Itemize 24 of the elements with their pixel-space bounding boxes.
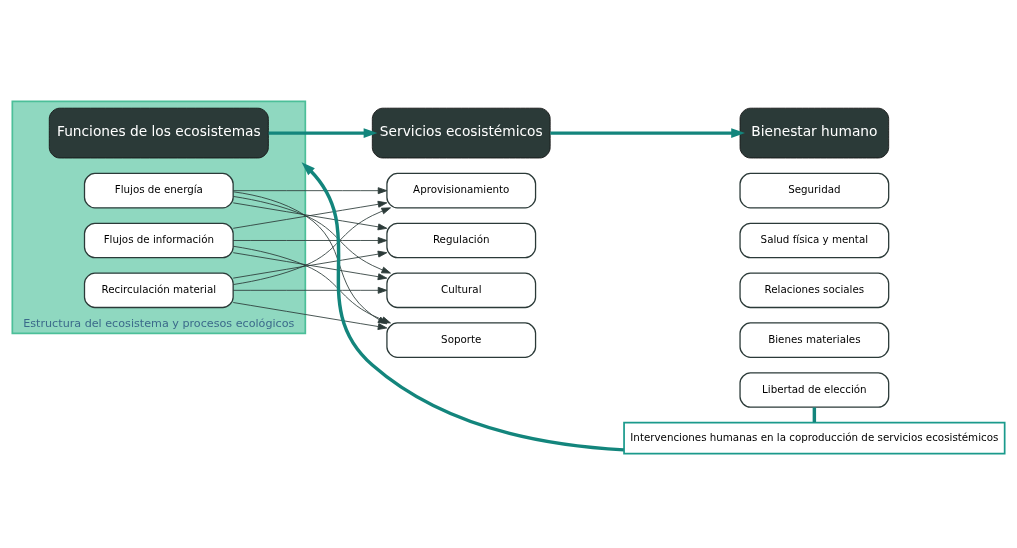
arrow [232, 286, 388, 294]
node-box: Funciones de los ecosistemas [48, 107, 269, 159]
arrow [301, 162, 624, 452]
node-box: Bienes materiales [739, 322, 890, 358]
node-box: Flujos de energía [83, 172, 234, 209]
arrow [550, 128, 745, 138]
arrow [268, 128, 378, 138]
node-box: Bienestar humano [739, 107, 890, 159]
arrow [233, 196, 391, 274]
node-box: Servicios ecosistémicos [371, 107, 551, 159]
node-box: Regulación [386, 222, 537, 259]
node-box: Libertad de elección [739, 372, 890, 408]
node-box: Soporte [386, 322, 537, 358]
node-box: Seguridad [739, 172, 890, 209]
node-box: Relaciones sociales [739, 272, 890, 309]
node-box: Recirculación material [83, 272, 234, 309]
node-box: Flujos de información [83, 222, 234, 259]
node-box: Intervenciones humanas en la coproducción de servicios ecosistémicos [623, 421, 1006, 455]
node-box: Salud física y mental [739, 222, 890, 259]
node-box: Cultural [386, 272, 537, 309]
arrow [232, 187, 388, 195]
node-box: Aprovisionamiento [386, 172, 537, 209]
arrow [232, 237, 388, 244]
arrow [233, 207, 391, 285]
